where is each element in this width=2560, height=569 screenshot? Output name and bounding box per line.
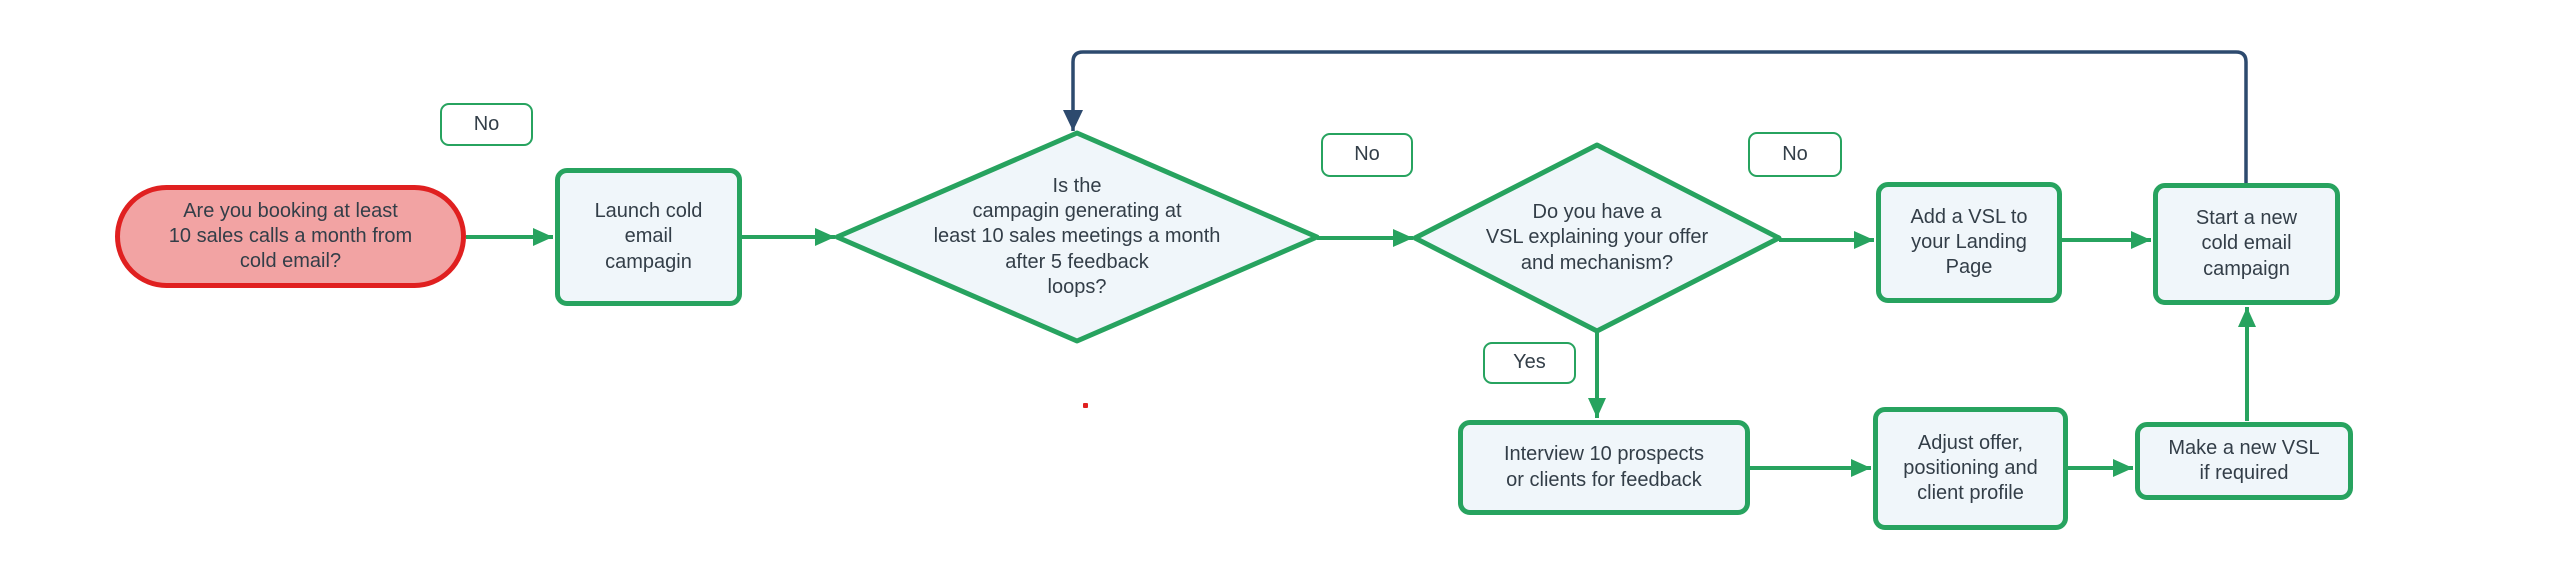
edge-label-no-campaign-text: No <box>1354 143 1380 166</box>
launch-campaign-box[interactable]: Launch cold email campagin <box>555 168 742 306</box>
campaign-decision-label: Is the campagin generating at least 10 s… <box>933 175 1221 298</box>
add-vsl-label: Add a VSL to your Landing Page <box>1910 205 2028 279</box>
launch-campaign-label: Launch cold email campagin <box>594 200 703 273</box>
campaign-decision-diamond[interactable] <box>834 130 1320 344</box>
adjust-offer-box[interactable]: Adjust offer, positioning and client pro… <box>1873 407 2068 530</box>
interview-prospects-label: Interview 10 prospects or clients for fe… <box>1503 443 1705 491</box>
vsl-decision-diamond[interactable] <box>1412 142 1782 334</box>
edge-label-yes-vsl[interactable]: Yes <box>1483 342 1576 384</box>
stray-red-dot <box>1083 403 1088 408</box>
start-new-campaign-label: Start a new cold email campaign <box>2195 207 2298 280</box>
edge-label-no-vsl-text: No <box>1782 142 1808 165</box>
add-vsl-box[interactable]: Add a VSL to your Landing Page <box>1876 182 2062 303</box>
start-terminator[interactable]: Are you booking at least 10 sales calls … <box>115 185 466 288</box>
make-new-vsl-label: Make a new VSL if required <box>2168 436 2320 484</box>
adjust-offer-label: Adjust offer, positioning and client pro… <box>1903 431 2038 505</box>
edge-label-no-start[interactable]: No <box>440 103 533 146</box>
edge-label-no-vsl[interactable]: No <box>1748 132 1842 177</box>
interview-prospects-box[interactable]: Interview 10 prospects or clients for fe… <box>1458 420 1750 515</box>
make-new-vsl-box[interactable]: Make a new VSL if required <box>2135 422 2353 500</box>
start-terminator-label: Are you booking at least 10 sales calls … <box>168 199 413 273</box>
edge-label-yes-vsl-text: Yes <box>1513 351 1546 374</box>
start-new-campaign-box[interactable]: Start a new cold email campaign <box>2153 183 2340 305</box>
connector-loop-start-new-to-campaign-decision <box>1063 50 2248 183</box>
edge-label-no-start-text: No <box>473 112 500 135</box>
edge-label-no-campaign[interactable]: No <box>1321 133 1413 177</box>
vsl-decision-label: Do you have a VSL explaining your offer … <box>1485 201 1709 274</box>
